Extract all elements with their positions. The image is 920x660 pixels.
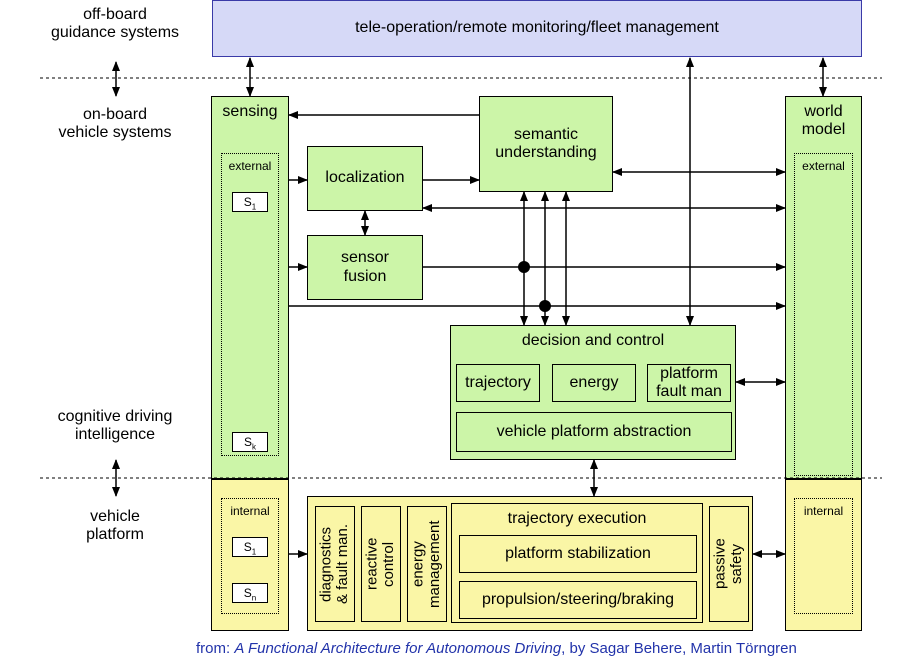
world-internal-group: internal [794,498,853,614]
passive-safety-block: passive safety [709,506,749,622]
sensing-block: sensing [211,96,289,479]
junction-dot-1 [518,261,530,273]
sensor-sn: Sn [232,583,268,603]
trajectory-block: trajectory [456,364,540,402]
energy-block: energy [552,364,636,402]
sensing-platform-block [211,479,289,631]
sensor-sk: Sk [232,432,268,452]
decision-control-title: decision and control [521,332,665,349]
sensing-internal-label: internal [230,504,270,518]
localization-label: localization [325,169,405,187]
teleop-block: tele-operation/remote monitoring/fleet m… [212,0,862,57]
junction-dot-2 [539,300,551,312]
energy-management-block: energy management [407,506,447,622]
propulsion-block: propulsion/steering/braking [459,581,697,619]
localization-block: localization [307,146,423,211]
world-external-label: external [802,159,845,173]
sensor-s1-external: S1 [232,192,268,212]
world-model-block: world model [785,96,862,479]
trajectory-execution-block: trajectory execution platform stabilizat… [451,503,703,623]
teleop-label: tele-operation/remote monitoring/fleet m… [355,19,719,37]
sensing-internal-group: internal S1 Sn [221,498,279,614]
world-internal-label: internal [803,504,844,518]
decision-control-block: decision and control trajectory energy p… [450,325,736,460]
on-board-label: on-board vehicle systems [58,106,172,142]
vehicle-platform-abstraction-block: vehicle platform abstraction [456,412,732,452]
sensing-external-group: external S1 Sk [221,153,279,456]
platform-fault-block: platform fault man [647,364,731,402]
reactive-control-block: reactive control [361,506,401,622]
diagnostics-block: diagnostics & fault man. [315,506,355,622]
vehicle-platform-block: diagnostics & fault man. reactive contro… [307,496,753,631]
sensor-s1-internal: S1 [232,537,268,557]
world-model-title: world model [801,103,846,139]
world-external-group: external [794,153,853,476]
platform-stabilization-block: platform stabilization [459,535,697,573]
semantic-understanding-block: semantic understanding [479,96,613,192]
citation-prefix: from: [196,640,235,657]
sensor-fusion-label: sensor fusion [340,249,390,285]
citation: from: A Functional Architecture for Auto… [196,640,797,657]
trajectory-execution-title: trajectory execution [507,510,647,527]
sensing-external-label: external [228,159,272,173]
cognitive-label: cognitive driving intelligence [57,408,173,444]
vehicle-platform-label: vehicle platform [86,508,144,544]
semantic-understanding-label: semantic understanding [495,125,597,161]
citation-title: A Functional Architecture for Autonomous… [234,640,562,657]
off-board-label: off-board guidance systems [50,6,180,42]
citation-suffix: , by Sagar Behere, Martin Törngren [561,640,797,657]
world-model-platform-block [785,479,862,631]
sensing-title: sensing [222,103,278,120]
